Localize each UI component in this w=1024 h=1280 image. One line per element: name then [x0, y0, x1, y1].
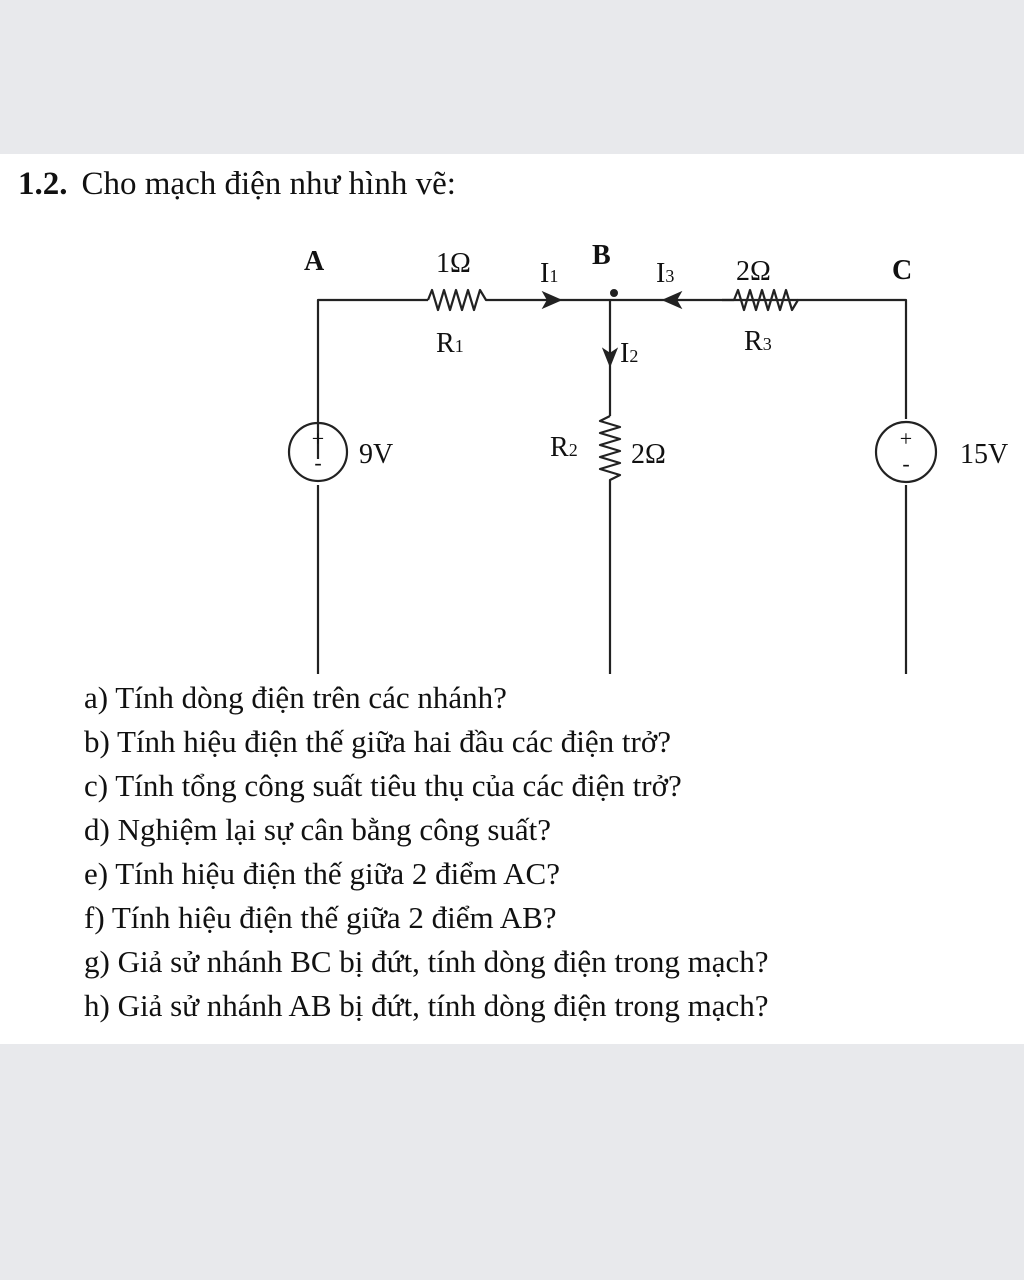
arrow-i2 [601, 347, 619, 368]
source-9v-minus: - [314, 450, 321, 475]
source-15v-plus: + [900, 426, 912, 451]
source-15v-value: 15V [960, 439, 1008, 470]
source-9v-symbol [287, 421, 349, 483]
question-item: e) Tính hiệu điện thế giữa 2 điểm AC? [84, 856, 560, 891]
node-b-dot [610, 289, 618, 297]
source-15v-symbol [874, 420, 938, 484]
source-15v-minus: - [902, 451, 909, 476]
question-item: h) Giả sử nhánh AB bị đứt, tính dòng điệ… [84, 988, 769, 1023]
r2-label: R2 [550, 432, 578, 463]
circuit-diagram: A B C 1Ω R1 2Ω R3 R2 2Ω I1 I3 I2 9V 15V … [287, 240, 1008, 674]
r2-value: 2Ω [631, 439, 666, 470]
question-item: d) Nghiệm lại sự cân bằng công suất? [84, 812, 552, 847]
problem-title: 1.2. Cho mạch điện như hình vẽ: [18, 164, 456, 204]
i3-label: I3 [656, 258, 674, 289]
r1-label: R1 [436, 328, 464, 359]
wire-left-top [316, 298, 428, 459]
question-item: c) Tính tổng công suất tiêu thụ của các … [84, 768, 682, 803]
wire-right-bottom [316, 485, 908, 674]
r1-value: 1Ω [436, 248, 471, 279]
question-item: b) Tính hiệu điện thế giữa hai đầu các đ… [84, 724, 671, 759]
r3-value: 2Ω [736, 256, 771, 287]
document-page: 1.2. Cho mạch điện như hình vẽ: [0, 154, 1024, 1044]
node-c-label: C [892, 255, 912, 286]
resistor-r3 [722, 288, 908, 419]
i1-label: I1 [540, 258, 558, 289]
source-9v-value: 9V [359, 439, 393, 470]
question-item: g) Giả sử nhánh BC bị đứt, tính dòng điệ… [84, 944, 769, 979]
node-b-label: B [592, 240, 611, 271]
problem-statement: Cho mạch điện như hình vẽ: [81, 166, 456, 202]
i2-label: I2 [620, 338, 638, 369]
question-item: a) Tính dòng điện trên các nhánh? [84, 680, 507, 715]
resistor-r2 [598, 415, 622, 674]
problem-number: 1.2. [18, 166, 68, 202]
r3-label: R3 [744, 326, 772, 357]
question-item: f) Tính hiệu điện thế giữa 2 điểm AB? [84, 900, 557, 935]
node-a-label: A [304, 246, 325, 277]
question-list: a) Tính dòng điện trên các nhánh? b) Tín… [84, 676, 769, 1028]
resistor-r1 [426, 288, 508, 312]
source-9v-plus: + [312, 426, 324, 451]
